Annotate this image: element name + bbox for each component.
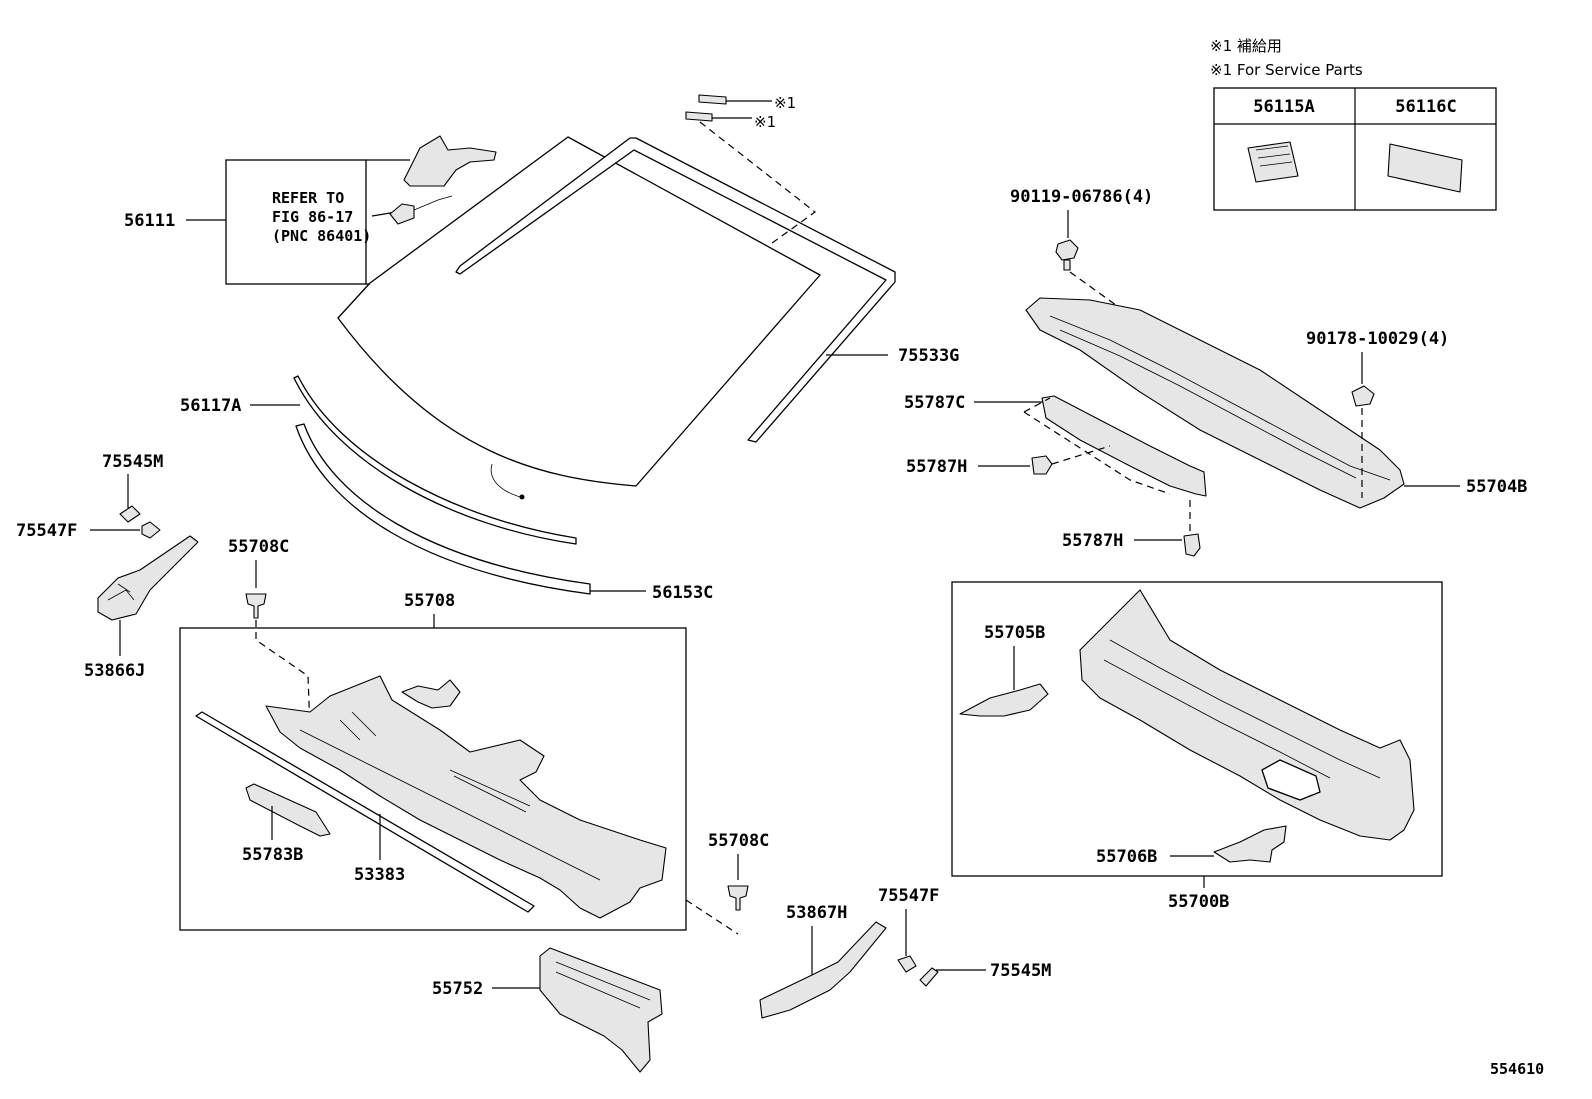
star-mark-a: ※1 (774, 94, 796, 112)
refer-line-1: REFER TO (272, 189, 344, 207)
assembly-55708-box (179, 627, 687, 931)
part-55700b-label[interactable]: 55700B (1168, 892, 1229, 912)
part-53867h-label[interactable]: 53867H (786, 903, 847, 923)
clip-75547f-left-drawing (141, 521, 161, 539)
mirror-bracket-drawing (389, 135, 497, 225)
bracket-55787c-drawing (1041, 395, 1207, 497)
cover-55752-drawing (539, 947, 663, 1073)
service-part-callouts: ※1 ※1 (685, 94, 816, 247)
clip-55708c-top-drawing (245, 593, 267, 619)
refer-line-2: FIG 86-17 (272, 208, 353, 226)
dam-56117a-drawing (293, 375, 577, 545)
cover-53866j-drawing (97, 535, 199, 621)
part-55752-label[interactable]: 55752 (432, 979, 483, 999)
seal-53383-drawing (195, 711, 535, 913)
part-75547f-left-label[interactable]: 75547F (16, 521, 77, 541)
note-line-en: ※1 For Service Parts (1210, 61, 1363, 79)
clip-75545m-right-drawing (919, 967, 939, 987)
part-56111-label[interactable]: 56111 (124, 211, 175, 231)
windshield-glass (337, 136, 821, 500)
cowl-assembly-55700b-drawing (1079, 589, 1415, 841)
bolt-90119-drawing (1055, 239, 1079, 271)
service-part-56116c-label[interactable]: 56116C (1395, 97, 1456, 117)
part-75547f-right-label[interactable]: 75547F (878, 886, 939, 906)
part-56153c-label[interactable]: 56153C (652, 583, 713, 603)
part-55708c-top-label[interactable]: 55708C (228, 537, 289, 557)
service-parts-table: 56115A 56116C (1213, 87, 1497, 211)
part-90119-label[interactable]: 90119-06786(4) (1010, 187, 1153, 207)
bracket-55705b-drawing (959, 683, 1049, 717)
cover-53867h-drawing (759, 921, 887, 1019)
clip-75545m-left-drawing (119, 505, 141, 523)
service-parts-note: ※1 補給用 ※1 For Service Parts (1210, 37, 1363, 79)
clip-75547f-right-drawing (897, 955, 917, 973)
service-part-56115a-label[interactable]: 56115A (1253, 97, 1314, 117)
part-55706b-label[interactable]: 55706B (1096, 847, 1157, 867)
star-mark-b: ※1 (754, 113, 776, 131)
note-line-jp: ※1 補給用 (1210, 37, 1282, 55)
part-75533g-label[interactable]: 75533G (898, 346, 959, 366)
refer-box: REFER TO FIG 86-17 (PNC 86401) (225, 135, 497, 285)
moulding-75533g-drawing (455, 137, 896, 443)
refer-line-3: (PNC 86401) (272, 227, 371, 245)
part-56117a-label[interactable]: 56117A (180, 396, 241, 416)
part-55787h-a-label[interactable]: 55787H (906, 457, 967, 477)
service-part-56116c-drawing (1387, 143, 1463, 193)
part-75545m-right-label[interactable]: 75545M (990, 961, 1051, 981)
part-53866j-label[interactable]: 53866J (84, 661, 145, 681)
cowl-top-panel-55704b-drawing (1025, 297, 1405, 509)
part-55708-label[interactable]: 55708 (404, 591, 455, 611)
cowl-panel-55708-drawing (265, 675, 667, 919)
clip-55708c-mid-drawing (727, 885, 749, 911)
diagram-id: 554610 (1490, 1060, 1544, 1078)
part-55705b-label[interactable]: 55705B (984, 623, 1045, 643)
part-55787c-label[interactable]: 55787C (904, 393, 965, 413)
clip-55787h-b-drawing (1183, 533, 1201, 557)
nut-90178-drawing (1351, 385, 1375, 407)
part-53383-label[interactable]: 53383 (354, 865, 405, 885)
part-55704b-label[interactable]: 55704B (1466, 477, 1527, 497)
clip-55787h-a-drawing (1031, 455, 1053, 475)
service-part-56115a-drawing (1247, 141, 1299, 183)
seal-56153c-drawing (295, 423, 591, 595)
part-75545m-left-label[interactable]: 75545M (102, 452, 163, 472)
part-55787h-b-label[interactable]: 55787H (1062, 531, 1123, 551)
part-55708c-mid-label[interactable]: 55708C (708, 831, 769, 851)
part-90178-label[interactable]: 90178-10029(4) (1306, 329, 1449, 349)
bracket-55783b-drawing (245, 783, 331, 837)
assembly-55700b-box (951, 581, 1443, 877)
part-55783b-label[interactable]: 55783B (242, 845, 303, 865)
bracket-55706b-drawing (1213, 825, 1287, 863)
